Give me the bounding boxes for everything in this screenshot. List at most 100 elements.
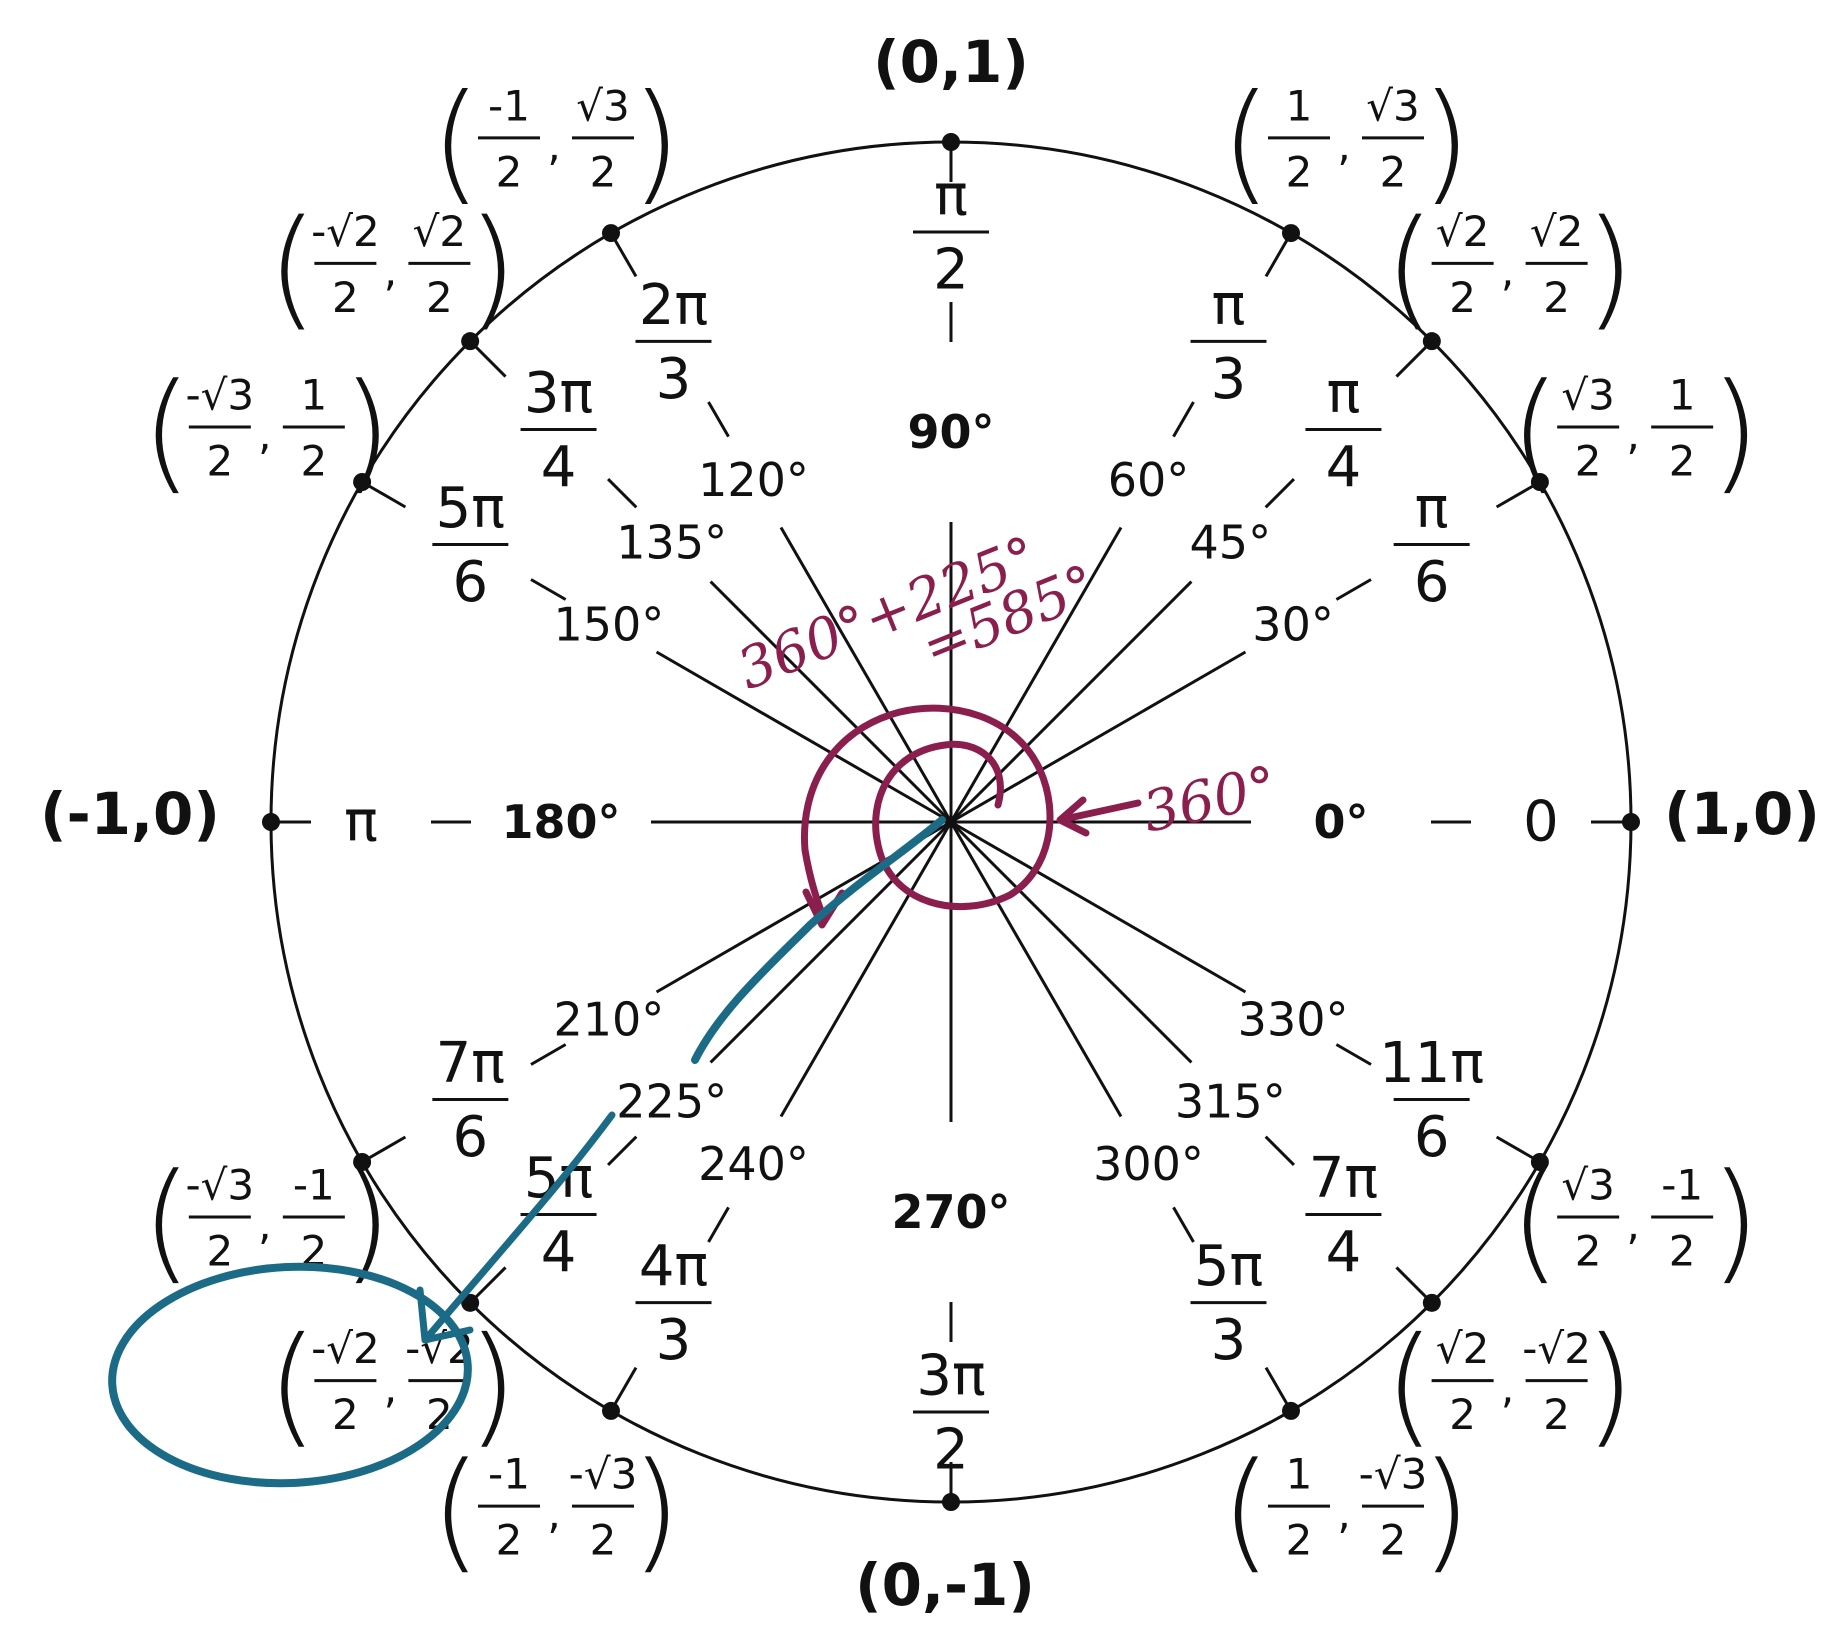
ray-45 xyxy=(949,580,1193,824)
radian-denominator-60: 3 xyxy=(1211,347,1247,412)
coord-x-denominator: 2 xyxy=(1286,1516,1313,1565)
coord-y-denominator: 2 xyxy=(1380,147,1407,196)
ray-outer-tick-330 xyxy=(1495,1135,1541,1164)
radian-denominator-45: 4 xyxy=(1326,435,1362,500)
radian-denominator-240: 3 xyxy=(656,1308,692,1373)
radian-numerator-30: π xyxy=(1415,476,1449,541)
paren-left: ( xyxy=(431,1434,482,1586)
coordinate-240: ()-12,-√32 xyxy=(431,1434,682,1586)
radian-numerator-150: 5π xyxy=(436,476,505,541)
coord-x-denominator: 2 xyxy=(1575,1227,1602,1276)
coord-y-numerator: √2 xyxy=(413,207,466,256)
paren-right: ) xyxy=(1421,66,1472,218)
coord-x-numerator: 1 xyxy=(1286,81,1313,130)
radian-denominator-270: 2 xyxy=(933,1418,969,1483)
coord-x-numerator: √3 xyxy=(1561,1161,1614,1210)
radian-numerator-60: π xyxy=(1212,273,1246,338)
annotation-teal xyxy=(108,816,946,1488)
coordinate-60: ()12,√32 xyxy=(1221,66,1472,218)
radian-numerator-270: 3π xyxy=(916,1344,985,1409)
radian-numerator-120: 2π xyxy=(639,273,708,338)
coord-x-numerator: -1 xyxy=(488,1450,530,1499)
ray-tick-300 xyxy=(1172,1206,1195,1243)
coord-x-denominator: 2 xyxy=(496,1516,523,1565)
paren-right: ) xyxy=(467,1309,518,1461)
ray-300 xyxy=(949,821,1123,1118)
degree-label-330: 330° xyxy=(1238,993,1349,1047)
coordinate-315: ()√22,-√22 xyxy=(1384,1309,1635,1461)
radian-numerator-90: π xyxy=(934,164,968,229)
labels-layer: 0°030°π645°π460°π390°π2120°2π3135°3π4150… xyxy=(344,164,1559,1483)
coord-comma: , xyxy=(1337,121,1350,170)
paren-left: ( xyxy=(1384,191,1435,343)
paren-right: ) xyxy=(341,355,392,507)
coord-x-denominator: 2 xyxy=(206,437,233,486)
degree-label-60: 60° xyxy=(1108,453,1190,507)
coord-comma: , xyxy=(384,1364,397,1413)
ray-135 xyxy=(709,580,953,824)
coordinate-300: ()12,-√32 xyxy=(1221,1434,1472,1586)
teal-ray-trace xyxy=(691,816,946,1064)
degree-label-180: 180° xyxy=(501,795,620,849)
teal-highlight-circle xyxy=(108,1262,472,1488)
paren-left: ( xyxy=(1510,1145,1561,1297)
ray-150 xyxy=(655,650,952,824)
degree-label-90: 90° xyxy=(907,405,994,459)
coord-y-numerator: -√3 xyxy=(1359,1450,1428,1499)
radian-numerator-300: 5π xyxy=(1194,1234,1263,1299)
ray-outer-tick-240 xyxy=(609,1366,638,1412)
coord-x-denominator: 2 xyxy=(1449,1390,1476,1439)
paren-left: ( xyxy=(267,1309,318,1461)
degree-label-300: 300° xyxy=(1093,1137,1204,1191)
coord-x-numerator: 1 xyxy=(1286,1450,1313,1499)
coord-y-denominator: 2 xyxy=(1543,1390,1570,1439)
ray-tick-60 xyxy=(1172,401,1195,438)
coord-x-numerator: √2 xyxy=(1436,1324,1489,1373)
paren-right: ) xyxy=(1421,1434,1472,1586)
ray-tick-150 xyxy=(530,578,567,601)
coord-x-numerator: -√2 xyxy=(311,207,380,256)
coord-y-denominator: 2 xyxy=(1669,437,1696,486)
coordinate-135: ()-√22,√22 xyxy=(267,191,518,343)
radian-label-0: 0 xyxy=(1523,790,1559,855)
coordinates-layer: ()√32,12()√22,√22()12,√32()-12,√32()-√22… xyxy=(141,66,1760,1586)
ray-tick-330 xyxy=(1335,1043,1372,1066)
ray-330 xyxy=(950,820,1247,994)
radian-denominator-150: 6 xyxy=(453,550,489,615)
coord-x-denominator: 2 xyxy=(1575,437,1602,486)
coord-comma: , xyxy=(1626,1200,1639,1249)
coord-comma: , xyxy=(1501,246,1514,295)
paren-left: ( xyxy=(431,66,482,218)
coord-x-numerator: -√3 xyxy=(186,371,255,420)
radian-denominator-315: 4 xyxy=(1326,1220,1362,1285)
axis-point-top: (0,1) xyxy=(873,28,1029,96)
paren-left: ( xyxy=(1510,355,1561,507)
coord-y-numerator: √3 xyxy=(1366,81,1419,130)
coord-x-denominator: 2 xyxy=(496,147,523,196)
radian-label-180: π xyxy=(344,790,378,855)
coord-comma: , xyxy=(1501,1364,1514,1413)
radian-numerator-330: 11π xyxy=(1379,1031,1484,1096)
coord-y-denominator: 2 xyxy=(426,273,453,322)
coordinate-210: ()-√32,-12 xyxy=(141,1145,392,1297)
paren-left: ( xyxy=(141,355,192,507)
coord-comma: , xyxy=(547,1489,560,1538)
ray-225 xyxy=(709,820,953,1064)
ray-tick-45 xyxy=(1264,477,1296,509)
rays-layer xyxy=(271,142,1631,1502)
radian-denominator-120: 3 xyxy=(656,347,692,412)
ray-outer-tick-120 xyxy=(609,232,638,278)
coord-y-denominator: 2 xyxy=(1669,1227,1696,1276)
paren-right: ) xyxy=(1584,191,1635,343)
coord-x-denominator: 2 xyxy=(206,1227,233,1276)
degree-label-120: 120° xyxy=(698,453,809,507)
axis-point-bottom: (0,-1) xyxy=(855,1551,1035,1619)
paren-left: ( xyxy=(1221,66,1272,218)
paren-left: ( xyxy=(141,1145,192,1297)
ray-outer-tick-45 xyxy=(1395,340,1433,378)
coord-x-denominator: 2 xyxy=(332,273,359,322)
degree-label-45: 45° xyxy=(1190,516,1272,570)
coord-comma: , xyxy=(1337,1489,1350,1538)
degree-label-0: 0° xyxy=(1313,795,1368,849)
paren-right: ) xyxy=(631,1434,682,1586)
